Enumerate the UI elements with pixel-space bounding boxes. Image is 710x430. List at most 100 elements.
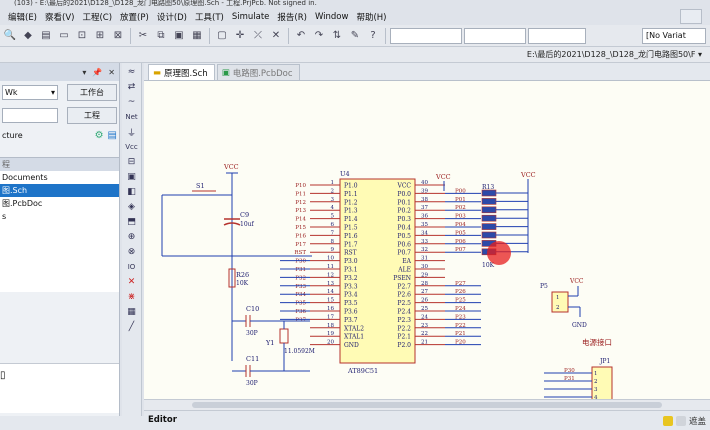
gnd-tool-icon[interactable]: ⏚ [124,125,140,139]
pin-number: 1 [331,180,335,186]
copy-icon[interactable]: ⧉ [153,28,169,44]
undo-icon[interactable]: ↶ [293,28,309,44]
structure-icon[interactable]: ⚙ [95,130,104,141]
pin-name: P2.6 [397,292,411,299]
project-select[interactable] [2,108,58,123]
param-icon[interactable]: ▦ [124,305,140,319]
folder-icon[interactable]: ▭ [56,28,72,44]
menu-item[interactable]: 设计(D) [153,11,191,23]
schematic-canvas[interactable]: U4AT89C511P1.0P102P1.1P113P1.2P124P1.3P1… [144,81,710,399]
pin-number: 9 [331,247,335,253]
zoom-icon[interactable]: 🔍 [2,28,18,44]
tree-item[interactable]: s [0,210,119,223]
pin-icon[interactable]: 📌 [92,68,102,77]
tree-item[interactable]: Documents [0,171,119,184]
menu-item[interactable]: 工具(T) [191,11,228,23]
pin-number: 13 [327,281,334,287]
paste-icon[interactable]: ▣ [171,28,187,44]
cross-sheet-icon[interactable]: ⊗ [124,245,140,259]
help-icon[interactable]: ? [365,28,381,44]
cross-select-icon[interactable]: ⤫ [250,28,266,44]
pin-number: 30 [421,264,428,270]
u4-designator: U4 [340,170,350,178]
close-icon[interactable]: ✕ [108,68,115,77]
schematic-drawing[interactable]: U4AT89C511P1.0P102P1.1P113P1.2P124P1.3P1… [144,81,710,399]
pin-name: P0.1 [397,199,411,206]
menu-item[interactable]: Simulate [228,12,274,22]
pin-name: P1.5 [344,225,358,232]
menu-item[interactable]: 工程(C) [78,11,116,23]
panel-bottom-area: ▯ [0,363,119,413]
pin-number: 1 [556,295,560,301]
tab-pcb[interactable]: ▣ 电路图.PcbDoc [217,64,300,80]
document-path[interactable]: E:\最后的2021\D128_\D128_龙门电路图50\F ▾ [527,49,702,60]
vcc-tool-icon[interactable]: Vcc [124,140,140,154]
pin-name: P0.6 [397,241,411,248]
harness-icon[interactable]: ◈ [124,200,140,214]
part-tool-icon[interactable]: ⊟ [124,155,140,169]
select-rect-icon[interactable]: ▢ [214,28,230,44]
pin-name: P0.5 [397,233,411,240]
zoom-area-icon[interactable]: ⊞ [92,28,108,44]
separator [130,28,131,44]
menu-item[interactable]: 报告(R) [273,11,311,23]
signal-tool-icon[interactable]: ~ [124,95,140,109]
move-icon[interactable]: ✛ [232,28,248,44]
user-badge[interactable] [680,9,702,24]
pin-name: P2.5 [397,300,411,307]
sheet-entry-icon[interactable]: ◧ [124,185,140,199]
document-icon[interactable]: ▤ [108,130,117,141]
tree-item[interactable]: 图.Sch [0,184,119,197]
menu-item[interactable]: 编辑(E) [4,11,41,23]
scroll-thumb[interactable] [192,402,662,408]
workspace-select[interactable]: Wk [2,85,58,100]
compile-mask-icon[interactable]: ⋇ [124,290,140,304]
deselect-icon[interactable]: ✕ [268,28,284,44]
menu-item[interactable]: 放置(P) [116,11,153,23]
open-icon[interactable]: ▤ [38,28,54,44]
redo-icon[interactable]: ↷ [311,28,327,44]
zoom-fit-icon[interactable]: ⊡ [74,28,90,44]
menu-item[interactable]: 察看(V) [41,11,78,23]
mask-combo[interactable] [464,28,526,44]
hierarchy-icon[interactable]: ⇅ [329,28,345,44]
cut-icon[interactable]: ✂ [135,28,151,44]
project-button[interactable]: 工程 [67,107,117,124]
sheet-tool-icon[interactable]: ▣ [124,170,140,184]
tree-item[interactable]: 图.PcbDoc [0,197,119,210]
horizontal-scrollbar[interactable] [144,399,710,410]
port-tool-icon[interactable]: ⬒ [124,215,140,229]
mask-label[interactable]: 遮盖 [689,415,706,427]
panel-menu-icon[interactable]: ▾ [82,68,86,77]
pin-name: P3.2 [344,275,358,282]
tree-item[interactable]: 程 [0,158,119,171]
pin-number: 31 [421,256,428,262]
level-combo[interactable] [528,28,586,44]
pin-name: P2.3 [397,317,411,324]
status-box-icon[interactable] [663,416,673,426]
pin-number: 4 [331,205,335,211]
layer-icon[interactable]: ◆ [20,28,36,44]
pin-name: P1.7 [344,241,358,248]
menu-item[interactable]: Window [311,12,353,22]
io-icon[interactable]: IO [124,260,140,274]
net-label-tool-icon[interactable]: Net [124,110,140,124]
menu-item[interactable]: 帮助(H) [352,11,390,23]
wire-tool-icon[interactable]: ≈ [124,65,140,79]
bus-tool-icon[interactable]: ⇄ [124,80,140,94]
status-box-icon[interactable] [676,416,686,426]
p5-body [552,292,568,312]
rubber-stamp-icon[interactable]: ▦ [189,28,205,44]
cross-probe-icon[interactable]: ✎ [347,28,363,44]
tab-schematic[interactable]: ▬ 原理图.Sch [148,64,215,80]
filter-combo[interactable] [390,28,462,44]
no-erc-icon[interactable]: ✕ [124,275,140,289]
line-tool-icon[interactable]: ╱ [124,320,140,334]
pin-name: VCC [396,183,411,190]
pin-name: P3.1 [344,267,358,274]
zoom-select-icon[interactable]: ⊠ [110,28,126,44]
file-icon: ▯ [0,370,6,381]
variant-combo[interactable]: [No Variat [642,28,706,44]
workspace-button[interactable]: 工作台 [67,84,117,101]
connector-icon[interactable]: ⊕ [124,230,140,244]
